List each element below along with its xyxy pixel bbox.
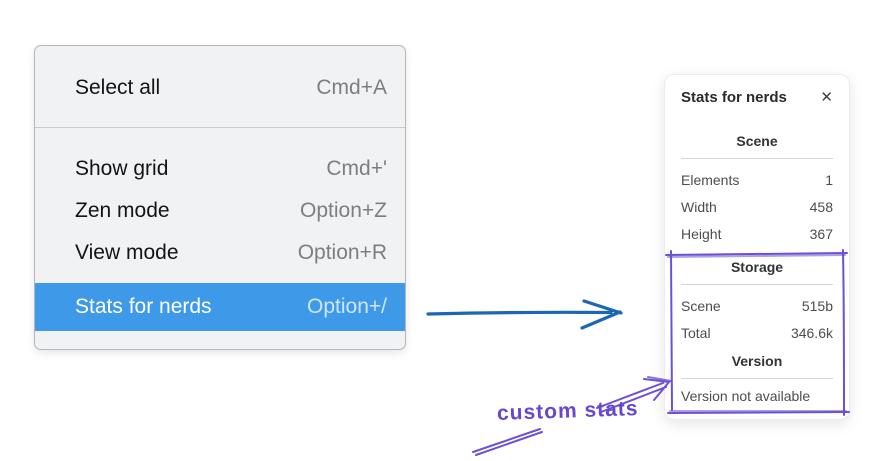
- menu-item-zen-mode[interactable]: Zen mode Option+Z: [35, 190, 405, 232]
- blue-arrow: [426, 299, 623, 330]
- menu-item-shortcut: Option+Z: [300, 199, 387, 222]
- menu-item-label: View mode: [75, 241, 179, 264]
- section-divider: [681, 378, 833, 379]
- menu-divider: [35, 127, 405, 128]
- section-divider: [681, 284, 833, 285]
- stats-panel-header: Stats for nerds ✕: [681, 87, 833, 107]
- stat-row-width: Width 458: [681, 193, 833, 220]
- scene-stat-rows: Elements 1 Width 458 Height 367: [681, 159, 833, 247]
- section-heading-storage: Storage: [730, 259, 784, 275]
- menu-item-shortcut: Cmd+A: [316, 75, 387, 99]
- menu-item-select-all[interactable]: Select all Cmd+A: [35, 65, 405, 110]
- section-divider: [681, 158, 833, 159]
- stat-value: 515b: [801, 297, 833, 314]
- stats-panel: Stats for nerds ✕ Scene Elements 1 Width…: [664, 74, 850, 420]
- menu-item-stats-for-nerds[interactable]: Stats for nerds Option+/: [35, 283, 405, 331]
- stat-label: Scene: [681, 297, 721, 314]
- menu-item-label: Stats for nerds: [75, 295, 212, 318]
- stat-row-scene-storage: Scene 515b: [681, 292, 833, 319]
- menu-item-label: Zen mode: [75, 199, 170, 222]
- menu-item-shortcut: Option+R: [297, 241, 387, 264]
- menu-item-show-grid[interactable]: Show grid Cmd+': [35, 148, 405, 190]
- menu-item-view-mode[interactable]: View mode Option+R: [35, 232, 405, 274]
- version-note: Version not available: [681, 388, 811, 404]
- custom-stats-label: custom stats: [496, 397, 639, 425]
- stat-value: 1: [825, 171, 833, 188]
- section-heading-scene: Scene: [736, 133, 778, 149]
- menu-item-shortcut: Cmd+': [326, 157, 387, 180]
- stat-label: Height: [681, 225, 722, 242]
- menu-item-label: Show grid: [75, 157, 169, 180]
- storage-stat-rows: Scene 515b Total 346.6k: [681, 285, 833, 346]
- stats-panel-title: Stats for nerds: [681, 88, 787, 106]
- stat-label: Elements: [681, 171, 740, 188]
- section-heading-version: Version: [731, 353, 783, 369]
- stat-value: 367: [809, 225, 833, 242]
- menu-item-label: Select all: [75, 75, 161, 99]
- stat-value: 458: [809, 198, 833, 215]
- stat-label: Total: [681, 324, 711, 341]
- stat-row-elements: Elements 1: [681, 166, 833, 193]
- close-icon[interactable]: ✕: [820, 88, 833, 106]
- stat-label: Width: [681, 198, 717, 215]
- context-menu: Select all Cmd+A Show grid Cmd+' Zen mod…: [34, 45, 406, 350]
- stat-row-total-storage: Total 346.6k: [681, 319, 833, 346]
- stat-value: 346.6k: [790, 324, 833, 341]
- menu-item-shortcut: Option+/: [307, 295, 387, 318]
- stat-row-height: Height 367: [681, 220, 833, 247]
